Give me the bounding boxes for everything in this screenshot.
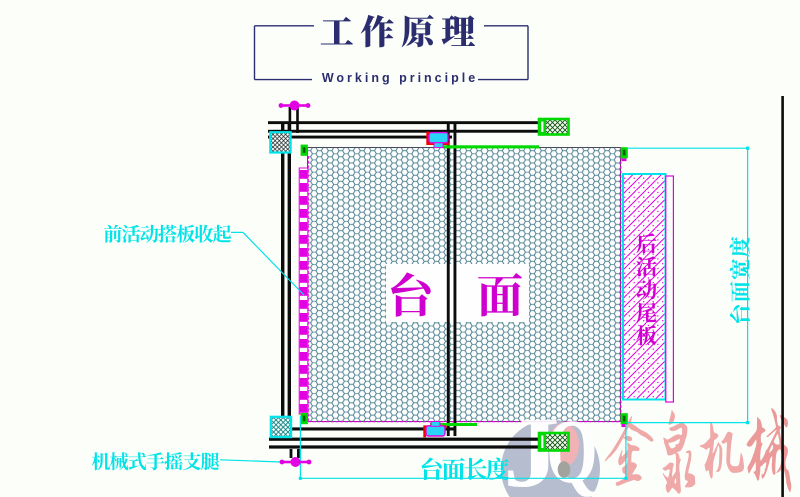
svg-text:Working principle: Working principle <box>322 71 478 85</box>
